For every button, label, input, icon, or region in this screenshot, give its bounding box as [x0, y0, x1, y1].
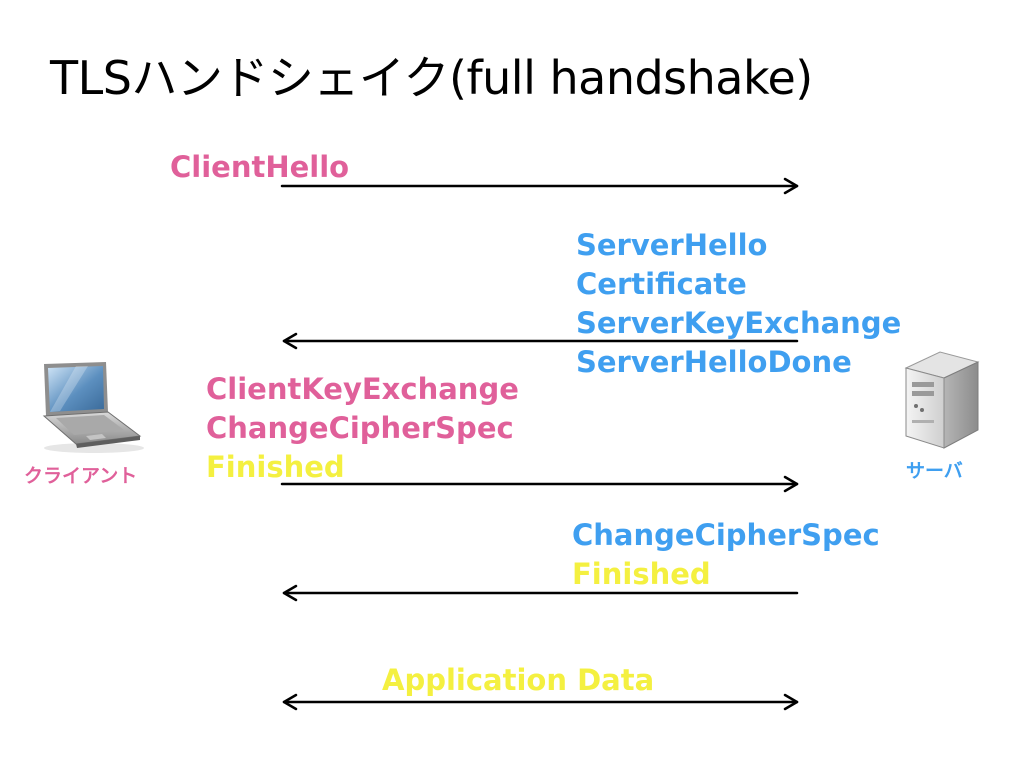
application-data-label: Application Data	[382, 663, 655, 697]
server-finished-group: ChangeCipherSpec Finished	[572, 516, 880, 594]
change-cipher-spec-label: ChangeCipherSpec	[206, 411, 514, 445]
server-hello-done-label: ServerHelloDone	[576, 345, 852, 379]
server-hello-group: ServerHello Certificate ServerKeyExchang…	[576, 226, 901, 382]
finished-label: Finished	[572, 557, 711, 591]
arrow-client-key-exchange	[280, 475, 799, 493]
arrow-application-data	[282, 693, 799, 711]
page-title: TLSハンドシェイク(full handshake)	[50, 51, 813, 105]
arrow-client-hello	[280, 177, 799, 195]
certificate-label: Certificate	[576, 267, 747, 301]
server-label: サーバ	[906, 460, 963, 482]
client-key-exchange-group: ClientKeyExchange ChangeCipherSpec Finis…	[206, 370, 519, 487]
client-label: クライアント	[24, 465, 138, 487]
server-icon	[904, 351, 980, 449]
server-hello-label: ServerHello	[576, 228, 768, 262]
arrow-server-finished	[282, 584, 799, 602]
change-cipher-spec-label: ChangeCipherSpec	[572, 518, 880, 552]
laptop-icon	[42, 362, 144, 453]
client-hello-label: ClientHello	[170, 150, 350, 184]
arrow-server-hello	[282, 332, 799, 350]
client-key-exchange-label: ClientKeyExchange	[206, 372, 519, 406]
server-key-exchange-label: ServerKeyExchange	[576, 306, 902, 340]
finished-label: Finished	[206, 450, 345, 484]
